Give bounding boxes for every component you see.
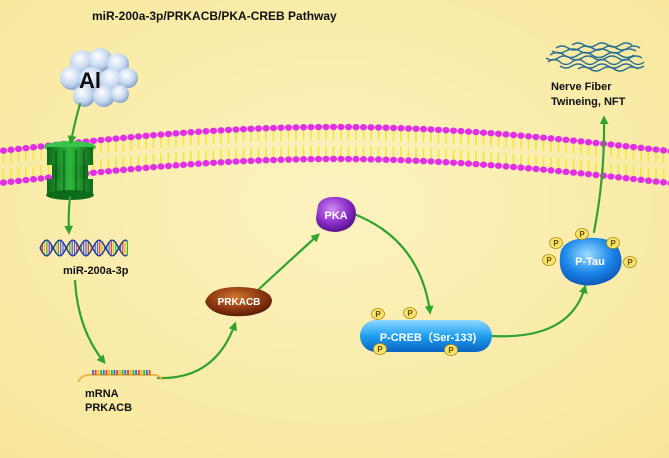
nerve-fiber-tangle-icon	[545, 42, 645, 72]
mrna-strand-icon	[77, 370, 163, 383]
phospho-badge: P	[403, 307, 417, 319]
arrow-channel-to-mir	[64, 195, 74, 235]
phospho-label: P	[579, 230, 585, 239]
ptau-node: P-Tau	[559, 237, 622, 286]
mrna-label-line1: mRNA	[85, 388, 119, 400]
phospho-badge: P	[371, 308, 385, 320]
phospho-label: P	[377, 345, 383, 354]
arrow-mir-to-mrna	[73, 279, 106, 365]
diagram-title: miR-200a-3p/PRKACB/PKA-CREB Pathway	[92, 9, 337, 23]
arrow-ptau-to-nft	[592, 115, 609, 234]
dna-helix-icon	[39, 239, 129, 257]
prkacb-label: PRKACB	[218, 297, 261, 308]
mir-label: miR-200a-3p	[63, 265, 129, 277]
membrane-channel-icon	[44, 141, 96, 200]
phospho-label: P	[546, 256, 552, 265]
phospho-badge: P	[549, 237, 563, 249]
phospho-badge: P	[542, 254, 556, 266]
arrow-mrna-to-prkacb	[156, 321, 238, 380]
mrna-label: mRNA PRKACB	[85, 387, 132, 415]
al-label: Al	[79, 68, 101, 93]
pka-node: PKA	[316, 196, 356, 232]
pka-label: PKA	[324, 210, 347, 222]
arrow-pcreb-to-ptau	[490, 284, 588, 338]
phospho-badge: P	[606, 237, 620, 249]
phospho-label: P	[610, 239, 616, 248]
phospho-label: P	[407, 309, 413, 318]
ptau-label: P-Tau	[575, 256, 605, 268]
phospho-label: P	[448, 346, 454, 355]
phospho-badge: P	[444, 344, 458, 356]
arrow-pka-to-pcreb	[352, 212, 434, 315]
nft-label: Nerve Fiber Twineing, NFT	[551, 80, 625, 110]
prkacb-node: PRKACB	[205, 286, 272, 317]
phospho-badge: P	[575, 228, 589, 240]
arrow-prkacb-to-pka	[256, 233, 320, 292]
mrna-label-line2: PRKACB	[85, 402, 133, 414]
phospho-label: P	[375, 310, 381, 319]
aluminum-cluster-icon	[60, 48, 138, 107]
phospho-badge: P	[373, 343, 387, 355]
pathway-arrows	[64, 102, 609, 380]
pcreb-node: P-CREB（Ser-133)	[360, 320, 492, 352]
pcreb-label: P-CREB（Ser-133)	[380, 331, 477, 344]
arrow-al-to-channel	[67, 102, 82, 145]
phospho-label: P	[627, 258, 633, 267]
nft-label-line1: Nerve Fiber	[551, 81, 612, 93]
phospho-label: P	[553, 239, 559, 248]
phospho-badge: P	[623, 256, 637, 268]
nft-label-line2: Twineing, NFT	[551, 96, 626, 108]
